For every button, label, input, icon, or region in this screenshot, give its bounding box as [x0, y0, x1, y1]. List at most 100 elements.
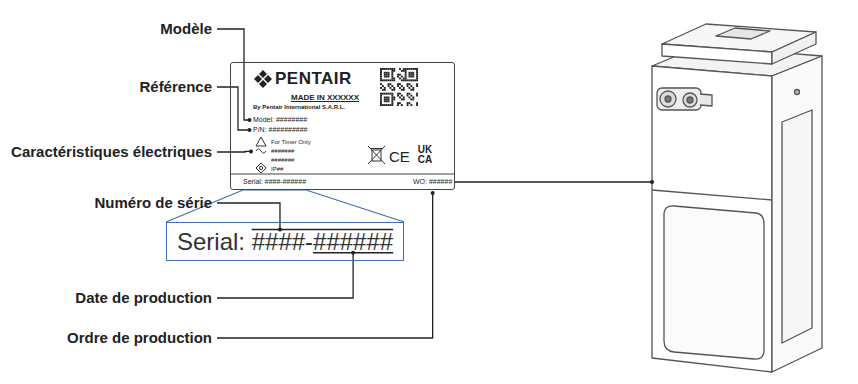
qr-code	[380, 68, 418, 106]
qr-cell	[397, 76, 399, 78]
qr-cell	[410, 95, 412, 97]
qr-cell	[409, 72, 411, 74]
qr-cell	[416, 68, 418, 70]
qr-cell	[405, 70, 407, 72]
plate-separator	[230, 174, 455, 175]
qr-cell	[405, 78, 407, 80]
qr-cell	[388, 85, 390, 87]
qr-cell	[390, 93, 392, 95]
qr-cell	[391, 70, 393, 72]
qr-cell	[410, 68, 412, 70]
plate-text: By Pentair International S.A.R.L.	[253, 104, 345, 111]
qr-cell	[409, 102, 411, 104]
leader-dot	[248, 118, 252, 122]
valve-port	[683, 93, 697, 107]
leader-dot	[650, 180, 654, 184]
qr-cell	[416, 95, 418, 97]
qr-cell	[403, 98, 405, 100]
qr-cell	[405, 76, 407, 78]
qr-cell	[403, 97, 405, 99]
bin-cross	[368, 146, 385, 164]
qr-cell	[393, 98, 395, 100]
qr-cell	[386, 68, 388, 70]
valve-knob	[687, 97, 693, 103]
qr-cell	[410, 89, 412, 91]
qr-cell	[401, 70, 403, 72]
qr-cell	[409, 79, 411, 81]
qr-cell	[416, 93, 418, 95]
qr-cell	[412, 97, 414, 99]
qr-cell	[382, 79, 384, 81]
qr-cell	[380, 79, 382, 81]
qr-cell	[386, 98, 388, 100]
qr-cell	[386, 97, 388, 99]
qr-cell	[393, 87, 395, 89]
plate-text: Model: ########	[253, 116, 307, 124]
qr-cell	[412, 74, 414, 76]
qr-cell	[384, 97, 386, 99]
qr-cell	[407, 93, 409, 95]
qr-cell	[397, 104, 399, 106]
side-screw	[795, 90, 800, 95]
qr-cell	[401, 76, 403, 78]
front-panel	[664, 206, 764, 359]
qr-cell	[393, 89, 395, 91]
cabinet-front	[652, 66, 772, 372]
qr-cell	[403, 68, 405, 70]
callout-label: Référence	[139, 78, 212, 96]
qr-cell	[380, 93, 382, 95]
qr-cell	[391, 104, 393, 106]
insulation-diamond	[256, 163, 266, 173]
qr-cell	[393, 79, 395, 81]
qr-cell	[384, 98, 386, 100]
qr-cell	[416, 102, 418, 104]
cabinet-groove	[652, 190, 772, 200]
insulation-dot	[259, 166, 262, 169]
qr-cell	[382, 89, 384, 91]
valve-body	[657, 88, 701, 110]
lid-window	[716, 28, 770, 39]
qr-cell	[388, 72, 390, 74]
qr-cell	[380, 102, 382, 104]
qr-cell	[412, 76, 414, 78]
lid-side	[772, 32, 816, 64]
plate-text: IP##	[271, 166, 283, 173]
leader-line	[217, 29, 250, 120]
water-softener	[652, 24, 822, 372]
qr-cell	[397, 83, 399, 85]
bin-cross	[368, 146, 385, 164]
qr-cell	[397, 95, 399, 97]
qr-cell	[382, 93, 384, 95]
qr-cell	[409, 76, 411, 78]
qr-cell	[386, 76, 388, 78]
callout-label: Caractéristiques électriques	[11, 143, 212, 161]
qr-cell	[380, 76, 382, 78]
qr-cell	[407, 104, 409, 106]
qr-cell	[391, 79, 393, 81]
qr-cell	[391, 89, 393, 91]
qr-cell	[405, 79, 407, 81]
qr-cell	[380, 104, 382, 106]
leader-dot	[248, 128, 252, 132]
qr-cell	[390, 79, 392, 81]
qr-cell	[384, 72, 386, 74]
plate-icons	[230, 68, 455, 174]
qr-cell	[403, 79, 405, 81]
qr-cell	[386, 100, 388, 102]
leader-line	[217, 87, 250, 130]
callout-label: Date de production	[75, 289, 212, 307]
plate-text: WO: ######	[413, 178, 452, 186]
leader-line	[455, 181, 652, 182]
qr-cell	[384, 93, 386, 95]
qr-cell	[416, 78, 418, 80]
qr-cell	[391, 78, 393, 80]
qr-cell	[380, 78, 382, 80]
qr-cell	[390, 104, 392, 106]
qr-cell	[407, 95, 409, 97]
qr-cell	[401, 89, 403, 91]
qr-cell	[403, 78, 405, 80]
qr-cell	[416, 79, 418, 81]
plate-text: #######	[271, 148, 294, 155]
